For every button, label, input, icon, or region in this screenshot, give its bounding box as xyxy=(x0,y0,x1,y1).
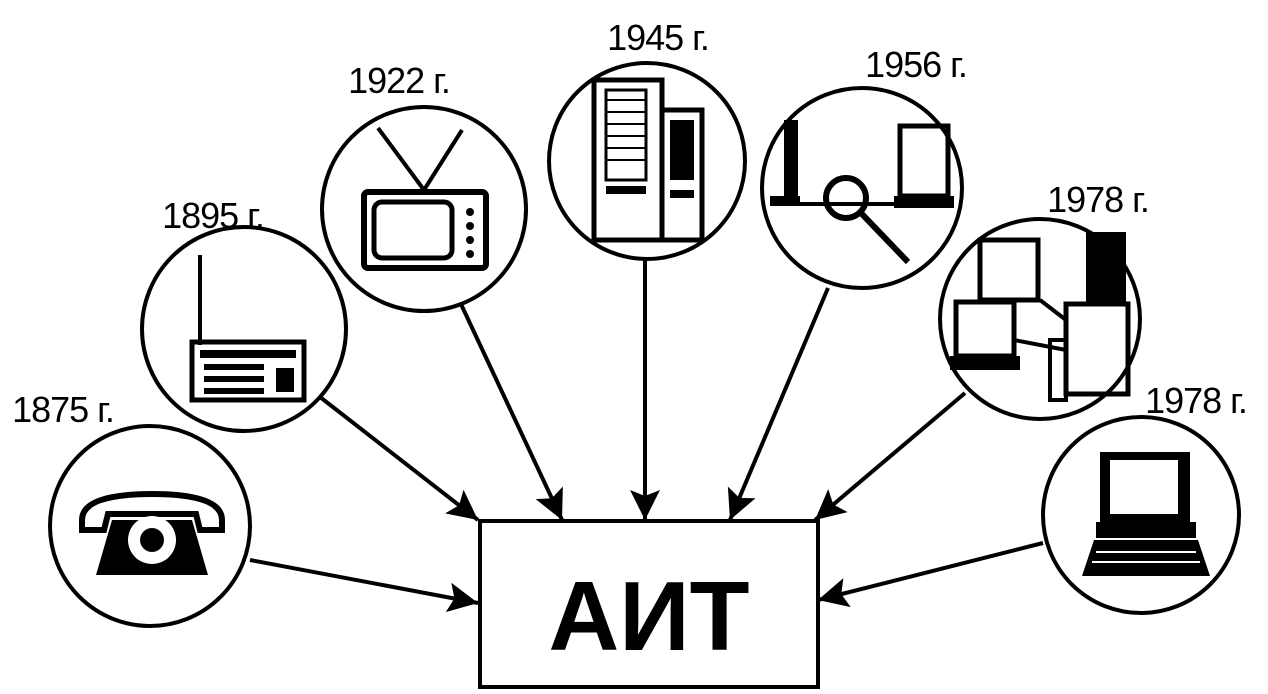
year-label-1978-a: 1978 г. xyxy=(1047,179,1149,220)
mainframe-computer-icon xyxy=(591,77,705,243)
node-telephone: 1875 г. xyxy=(12,389,252,628)
computer-workstations-icon xyxy=(950,232,1131,402)
node-computers-1978a: 1978 г. xyxy=(938,179,1150,421)
radio-icon xyxy=(189,255,307,403)
arrow-telephone xyxy=(249,558,479,613)
node-computer-1956: 1956 г. xyxy=(760,44,968,290)
arrow-television xyxy=(458,301,564,521)
year-label-1956: 1956 г. xyxy=(865,44,967,85)
telephone-icon xyxy=(79,490,225,575)
center-box: АИТ xyxy=(478,519,820,689)
year-label-1945: 1945 г. xyxy=(607,17,709,58)
year-label-1875: 1875 г. xyxy=(12,389,114,430)
arrow-computer-1956 xyxy=(727,287,830,521)
personal-computer-icon xyxy=(1082,452,1210,576)
arrow-computers-1978a xyxy=(813,391,967,522)
arrow-personal-computer xyxy=(817,541,1044,608)
year-label-1978-b: 1978 г. xyxy=(1145,380,1247,421)
node-television: 1922 г. xyxy=(320,60,528,313)
node-computer-1945: 1945 г. xyxy=(547,17,747,261)
node-radio: 1895 г. xyxy=(140,195,348,433)
year-label-1922: 1922 г. xyxy=(348,60,450,101)
center-label: АИТ xyxy=(548,561,749,671)
arrows xyxy=(249,258,1044,613)
year-label-1895: 1895 г. xyxy=(162,195,264,236)
arrow-radio xyxy=(318,395,480,522)
node-personal-computer: 1978 г. xyxy=(1041,380,1248,615)
television-icon xyxy=(361,126,489,271)
computer-network-icon xyxy=(770,120,954,265)
